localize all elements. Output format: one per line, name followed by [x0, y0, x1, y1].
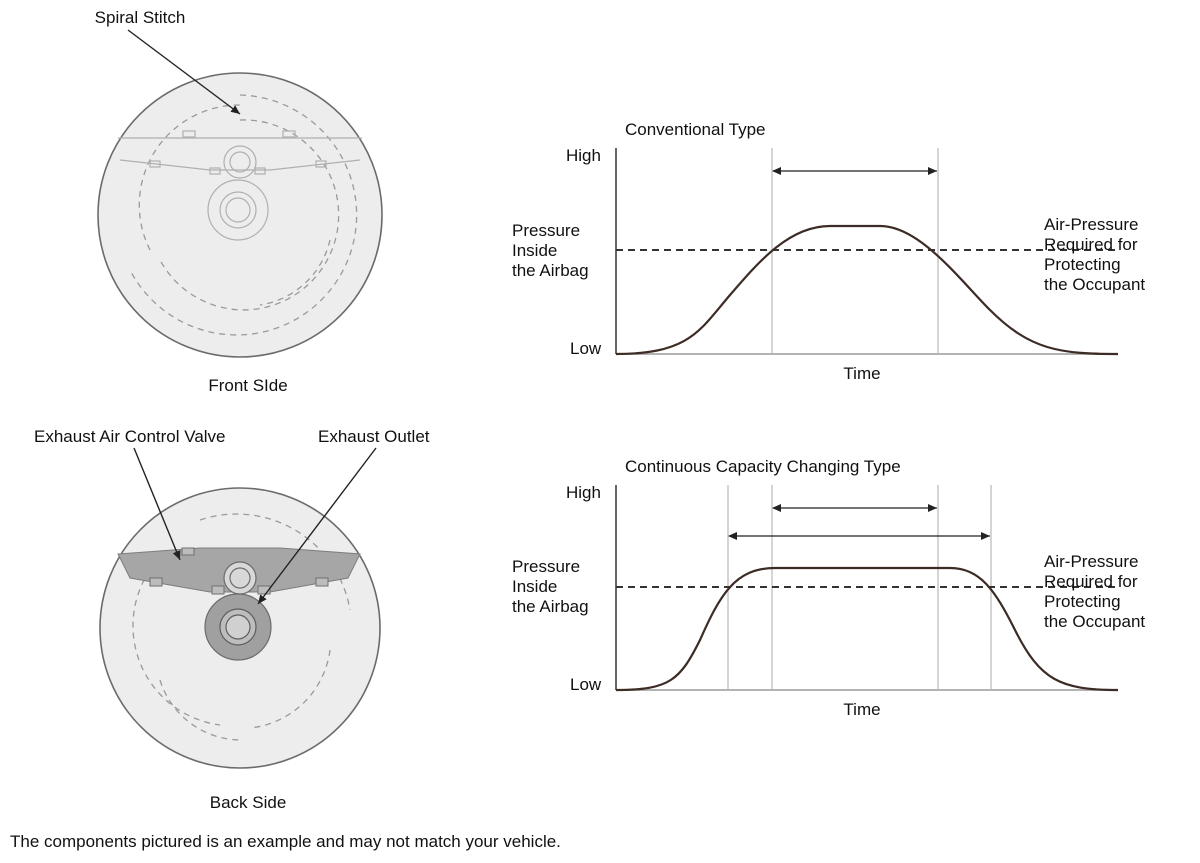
- chart1-threshold-label: Air-Pressure Required for Protecting the…: [1044, 215, 1146, 294]
- back-stitch: [132, 513, 351, 741]
- airbag-back: [99, 487, 381, 769]
- spiral-stitch-label: Spiral Stitch: [94, 8, 186, 27]
- front-mount-bracket: [118, 130, 362, 241]
- airbag-front: [97, 72, 383, 358]
- chart1-low-label: Low: [570, 339, 602, 358]
- spiral-stitch-leader: [127, 29, 241, 115]
- exhaust-outlet: [204, 593, 272, 661]
- spiral-stitch: [129, 94, 358, 336]
- chart1-y-label: Pressure Inside the Airbag: [512, 221, 589, 280]
- chart2-low-label: Low: [570, 675, 602, 694]
- chart2-y-label: Pressure Inside the Airbag: [512, 557, 589, 616]
- exhaust-outlet-label: Exhaust Outlet: [318, 427, 430, 446]
- chart-conventional: [615, 148, 1119, 356]
- chart1-title: Conventional Type: [625, 120, 766, 139]
- front-side-caption: Front SIde: [208, 376, 288, 395]
- chart1-x-label: Time: [843, 364, 881, 383]
- chart2-threshold-label: Air-Pressure Required for Protecting the…: [1044, 552, 1146, 631]
- footer-note: The components pictured is an example an…: [10, 832, 561, 851]
- chart2-high-label: High: [566, 483, 601, 502]
- chart2-title: Continuous Capacity Changing Type: [625, 457, 901, 476]
- chart1-pressure-curve: [615, 224, 1119, 356]
- chart2-pressure-curve: [615, 566, 1119, 692]
- chart-continuous: [615, 485, 1119, 692]
- back-side-caption: Back Side: [209, 793, 287, 812]
- chart1-high-label: High: [566, 146, 601, 165]
- exhaust-valve-label: Exhaust Air Control Valve: [34, 427, 226, 446]
- exhaust-outlet-leader: [257, 447, 377, 605]
- exhaust-valve-leader: [133, 447, 181, 561]
- chart2-x-label: Time: [843, 700, 881, 719]
